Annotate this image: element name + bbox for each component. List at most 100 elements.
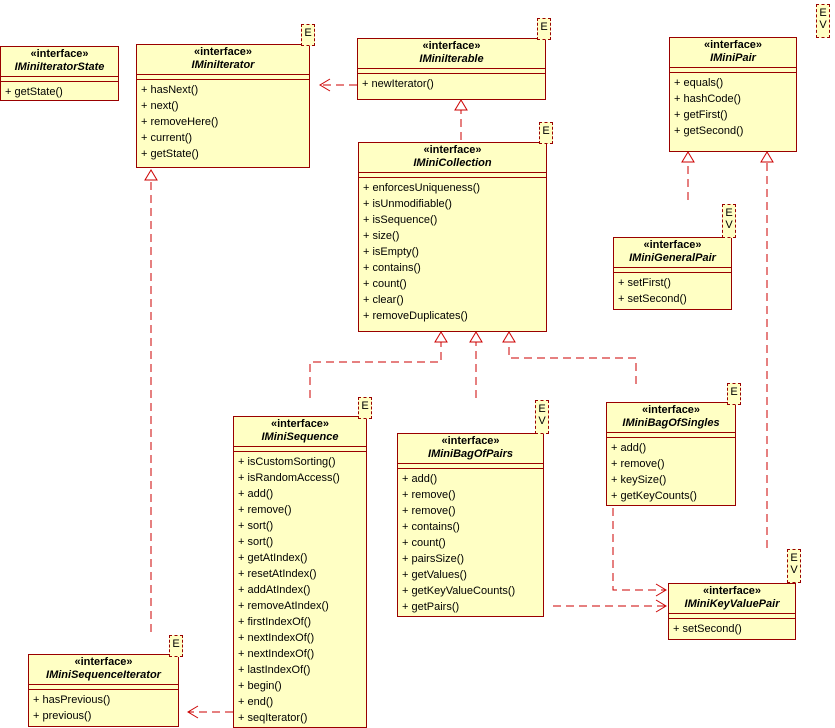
operation: + isUnmodifiable() [363, 198, 452, 210]
operation: + getKeyValueCounts() [402, 585, 516, 597]
class-name: IMiniIterator [191, 59, 255, 71]
class-iminigeneralpair[interactable]: «interface» IMiniGeneralPair + setFirst(… [613, 237, 732, 310]
operation: + getPairs() [402, 601, 460, 613]
operation: + removeDuplicates() [363, 310, 468, 322]
stereotype-label: «interface» [423, 144, 482, 156]
stereotype-label: «interface» [703, 39, 763, 51]
operation: + getSecond() [674, 125, 744, 137]
attributes-compartment [234, 447, 366, 452]
class-name: IMiniGeneralPair [629, 252, 716, 264]
operation: + enforcesUniqueness() [363, 182, 481, 194]
attributes-compartment [358, 69, 545, 74]
operation: + remove() [402, 489, 456, 501]
operations-compartment: + equals() + hashCode() + getFirst() + g… [670, 73, 796, 139]
operations-compartment: + setSecond() [669, 619, 795, 637]
stereotype-label: «interface» [270, 418, 330, 430]
operation: + count() [402, 537, 446, 549]
operation: + begin() [238, 680, 282, 692]
operation: + getAtIndex() [238, 552, 308, 564]
attributes-compartment [614, 268, 731, 273]
stereotype-label: «interface» [441, 435, 500, 447]
class-iminibagofpairs[interactable]: «interface» IMiniBagOfPairs + add() + re… [397, 433, 544, 617]
operations-compartment: + isCustomSorting() + isRandomAccess() +… [234, 452, 366, 726]
class-name: IMiniSequence [261, 431, 339, 443]
operation: + setSecond() [618, 293, 687, 305]
operation: + count() [363, 278, 407, 290]
class-name: IMiniBagOfSingles [622, 417, 720, 429]
operation: + isCustomSorting() [238, 456, 336, 468]
class-iminisequence[interactable]: «interface» IMiniSequence + isCustomSort… [233, 416, 367, 728]
dependency-bagofpairs-to-keyvaluepair [553, 599, 667, 613]
tag-label: E [169, 635, 183, 657]
operation: + remove() [611, 458, 665, 470]
operations-compartment: + hasPrevious() + previous() [29, 690, 178, 724]
operation: + newIterator() [362, 78, 434, 90]
attributes-compartment [1, 77, 118, 82]
operation: + getValues() [402, 569, 467, 581]
operations-compartment: + add() + remove() + keySize() + getKeyC… [607, 438, 735, 504]
operation: + isRandomAccess() [238, 472, 340, 484]
operation: + remove() [238, 504, 292, 516]
operations-compartment: + add() + remove() + remove() + contains… [398, 469, 543, 615]
stereotype-label: «interface» [702, 585, 762, 597]
operation: + contains() [402, 521, 460, 533]
attributes-compartment [607, 433, 735, 438]
operation: + removeHere() [141, 116, 219, 128]
operations-compartment: + getState() [1, 82, 118, 100]
class-iminipair[interactable]: «interface» IMiniPair + equals() + hashC… [669, 37, 797, 152]
operation: + contains() [363, 262, 421, 274]
class-iminikeyvaluepair[interactable]: «interface» IMiniKeyValuePair + setSecon… [668, 583, 796, 640]
operations-compartment: + newIterator() [358, 74, 545, 92]
operation: + getKeyCounts() [611, 490, 697, 502]
stereotype-label: «interface» [641, 404, 701, 416]
operation: + getState() [5, 86, 63, 98]
class-iminiiterator[interactable]: «interface» IMiniIterator + hasNext() + … [136, 44, 310, 168]
operation: + sort() [238, 536, 274, 548]
dependency-sequence-to-sequenceiterator [187, 705, 233, 719]
operations-compartment: + hasNext() + next() + removeHere() + cu… [137, 80, 309, 162]
operation: + hashCode() [674, 93, 741, 105]
class-iminibagofsingles[interactable]: «interface» IMiniBagOfSingles + add() + … [606, 402, 736, 506]
operations-compartment: + enforcesUniqueness() + isUnmodifiable(… [359, 178, 546, 324]
class-iminicollection[interactable]: «interface» IMiniCollection + enforcesUn… [358, 142, 547, 332]
operation: + sort() [238, 520, 274, 532]
class-iminiiteratorstate[interactable]: «interface» IMiniIteratorState + getStat… [0, 46, 119, 101]
operation: + resetAtIndex() [238, 568, 317, 580]
class-name: IMiniBagOfPairs [428, 448, 513, 460]
operation: + end() [238, 696, 274, 708]
realization-sequence-to-collection [309, 331, 448, 398]
operation: + next() [141, 100, 179, 112]
stereotype-label: «interface» [422, 40, 481, 52]
class-iminiiterable[interactable]: «interface» IMiniIterable + newIterator(… [357, 38, 546, 100]
operations-compartment: + setFirst() + setSecond() [614, 273, 731, 307]
realization-generalpair-to-pair [681, 151, 695, 200]
realization-collection-to-iterable [454, 99, 468, 140]
tag-label: E [539, 122, 553, 144]
operation: + firstIndexOf() [238, 616, 312, 628]
operation: + isEmpty() [363, 246, 419, 258]
realization-keyvaluepair-to-pair [760, 151, 774, 548]
class-name: IMiniKeyValuePair [684, 598, 780, 610]
class-name: IMiniIteratorState [14, 61, 105, 73]
realization-sequenceiterator-to-iterator [144, 169, 158, 632]
tag-label: E [537, 18, 551, 40]
stereotype-label: «interface» [30, 48, 89, 60]
operation: + isSequence() [363, 214, 438, 226]
stereotype-label: «interface» [643, 239, 702, 251]
class-iminisequenceiterator[interactable]: «interface» IMiniSequenceIterator + hasP… [28, 654, 179, 727]
class-name: IMiniPair [710, 52, 756, 64]
tag-label: E [727, 383, 741, 405]
class-name: IMiniIterable [419, 53, 484, 65]
stereotype-label: «interface» [193, 46, 253, 58]
stereotype-label: «interface» [74, 656, 133, 668]
realization-bagofsingles-to-collection [502, 331, 637, 384]
operation: + nextIndexOf() [238, 632, 315, 644]
operation: + clear() [363, 294, 404, 306]
dependency-bagofsingles-to-keyvaluepair [612, 508, 667, 597]
